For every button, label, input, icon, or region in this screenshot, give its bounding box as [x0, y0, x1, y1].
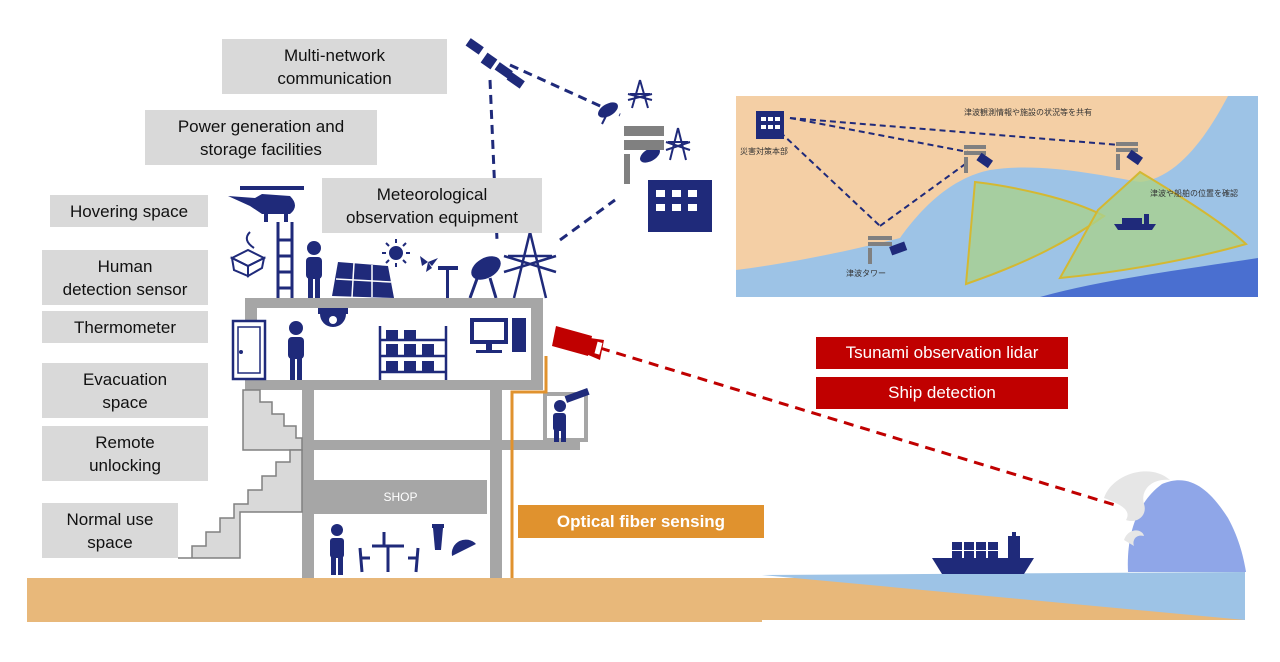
- ground: [27, 578, 762, 622]
- shop-sign: SHOP: [314, 480, 487, 514]
- map-label-share: 津波観測情報や施設の状況等を共有: [964, 108, 1092, 117]
- map-label-confirm: 津波や船舶の位置を確認: [1150, 189, 1238, 198]
- label-tsunami-lidar: Tsunami observation lidar: [816, 337, 1068, 369]
- map-tower-icons: [868, 142, 1138, 264]
- satellite-icon: [465, 38, 525, 89]
- helicopter-icon: [228, 186, 304, 222]
- antenna-tower-icon: [503, 231, 557, 299]
- storage-shelf-icon: [378, 326, 448, 380]
- tsunami-wave-icon: [1104, 471, 1246, 572]
- label-meteorological: Meteorological observation equipment: [322, 178, 542, 233]
- map-label-tower: 津波タワー: [846, 269, 886, 278]
- optical-fiber-line: [510, 356, 548, 578]
- cafe-table-icon: [358, 532, 420, 573]
- supply-box-icon: [229, 231, 267, 278]
- label-human-detection: Human detection sensor: [42, 250, 208, 305]
- label-thermometer: Thermometer: [42, 311, 208, 343]
- label-multi-network: Multi-network communication: [222, 39, 447, 94]
- label-power-generation: Power generation and storage facilities: [145, 110, 377, 165]
- map-label-hq: 災害対策本部: [740, 147, 788, 156]
- map-hq-building-icon: [756, 111, 784, 139]
- map-ship-icon: [1114, 214, 1156, 230]
- ground-station-icon: [598, 79, 712, 232]
- drink-taco-icon: [432, 524, 476, 556]
- security-camera-icon: [318, 308, 348, 327]
- map-inset: [736, 96, 1258, 297]
- telescope-observer-icon: [553, 388, 590, 442]
- label-optical-fiber: Optical fiber sensing: [518, 505, 764, 538]
- label-evacuation: Evacuation space: [42, 363, 208, 418]
- label-normal-use: Normal use space: [42, 503, 178, 558]
- rope-ladder-icon: [276, 222, 294, 300]
- person-indoor-icon: [288, 321, 304, 380]
- map-lidar-icons: [889, 149, 1144, 256]
- label-hovering: Hovering space: [50, 195, 208, 227]
- lidar-device-icon: [552, 326, 604, 360]
- wind-turbine-icon: [420, 256, 458, 298]
- lidar-beam: [599, 346, 1116, 507]
- computer-icon: [470, 318, 526, 353]
- satellite-dish-icon: [468, 256, 501, 299]
- solar-panel-icon: [332, 262, 394, 298]
- ship-icon: [932, 532, 1034, 574]
- sun-icon: [382, 239, 410, 267]
- label-remote-unlocking: Remote unlocking: [42, 426, 208, 481]
- door-icon: [231, 319, 267, 381]
- label-ship-detection: Ship detection: [816, 377, 1068, 409]
- comm-links: [488, 63, 621, 242]
- person-cafe-icon: [330, 524, 344, 575]
- person-rooftop-icon: [306, 241, 322, 298]
- sea: [762, 572, 1245, 620]
